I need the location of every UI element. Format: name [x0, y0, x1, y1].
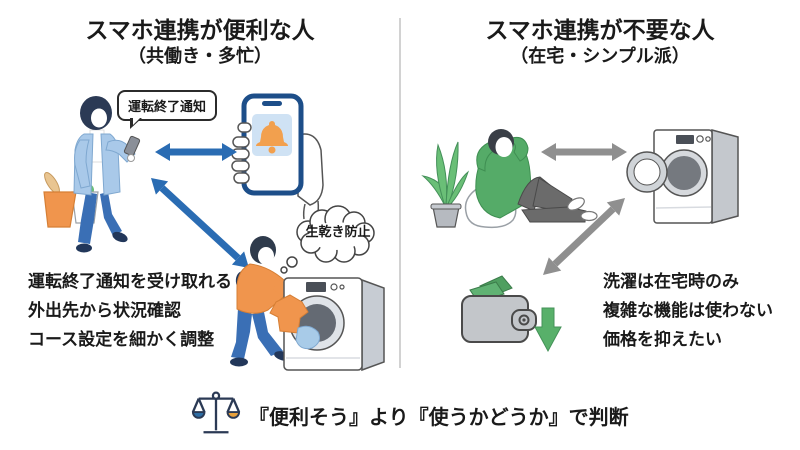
conclusion-text: 『便利そう』より『使うかどうか』で判断 [249, 407, 629, 429]
right-reason-list: 洗濯は在宅時のみ 複雑な機能は使わない 価格を抑えたい [603, 267, 773, 354]
right-scene-illustration [421, 129, 739, 353]
blue-laundry [295, 325, 320, 350]
left-benefit-list: 運転終了通知を受け取れる 外出先から状況確認 コース設定を細かく調整 [28, 267, 232, 354]
orange-shirt [269, 294, 309, 334]
hand-holding-smartphone [231, 93, 324, 220]
bell-icon [256, 121, 288, 146]
washing-machine-left [269, 277, 385, 372]
right-title-text: スマホ連携が不要な人 [485, 17, 715, 43]
left-benefit-2: 外出先から状況確認 [28, 301, 181, 320]
gray-distance-arrows [541, 143, 627, 275]
washing-machine-right [626, 129, 739, 224]
left-benefit-1: 運転終了通知を受け取れる [28, 272, 232, 291]
blue-sync-arrows [151, 143, 249, 268]
potted-plant [421, 141, 470, 228]
thought-bubble-text: 生乾き防止 [305, 224, 371, 239]
relaxing-man-figure [464, 129, 598, 229]
balance-scale-icon [191, 391, 241, 434]
right-reason-1: 洗濯は在宅時のみ [603, 272, 739, 291]
left-benefit-3: コース設定を細かく調整 [28, 330, 215, 349]
green-down-arrow-icon [534, 307, 562, 353]
wallet-icon [461, 275, 537, 343]
thought-bubble-cloud [280, 205, 375, 274]
right-reason-3: 価格を抑えたい [603, 330, 722, 349]
orange-shopping-bag [43, 191, 77, 228]
left-title-text: スマホ連携が便利な人 [85, 17, 315, 43]
right-subtitle-text: （在宅・シンプル派） [510, 45, 690, 66]
small-phone [123, 135, 141, 157]
right-reason-2: 複雑な機能は使わない [603, 301, 773, 320]
left-scene-illustration [43, 93, 385, 372]
left-subtitle-text: （共働き・多忙） [128, 45, 272, 66]
left-panel-title: スマホ連携が便利な人 （共働き・多忙） [0, 16, 400, 68]
vertical-divider [399, 18, 401, 368]
notification-speech-bubble: 運転終了通知 [117, 90, 218, 129]
right-panel-title: スマホ連携が不要な人 （在宅・シンプル派） [400, 16, 800, 68]
woman-with-phone-figure [43, 96, 141, 253]
